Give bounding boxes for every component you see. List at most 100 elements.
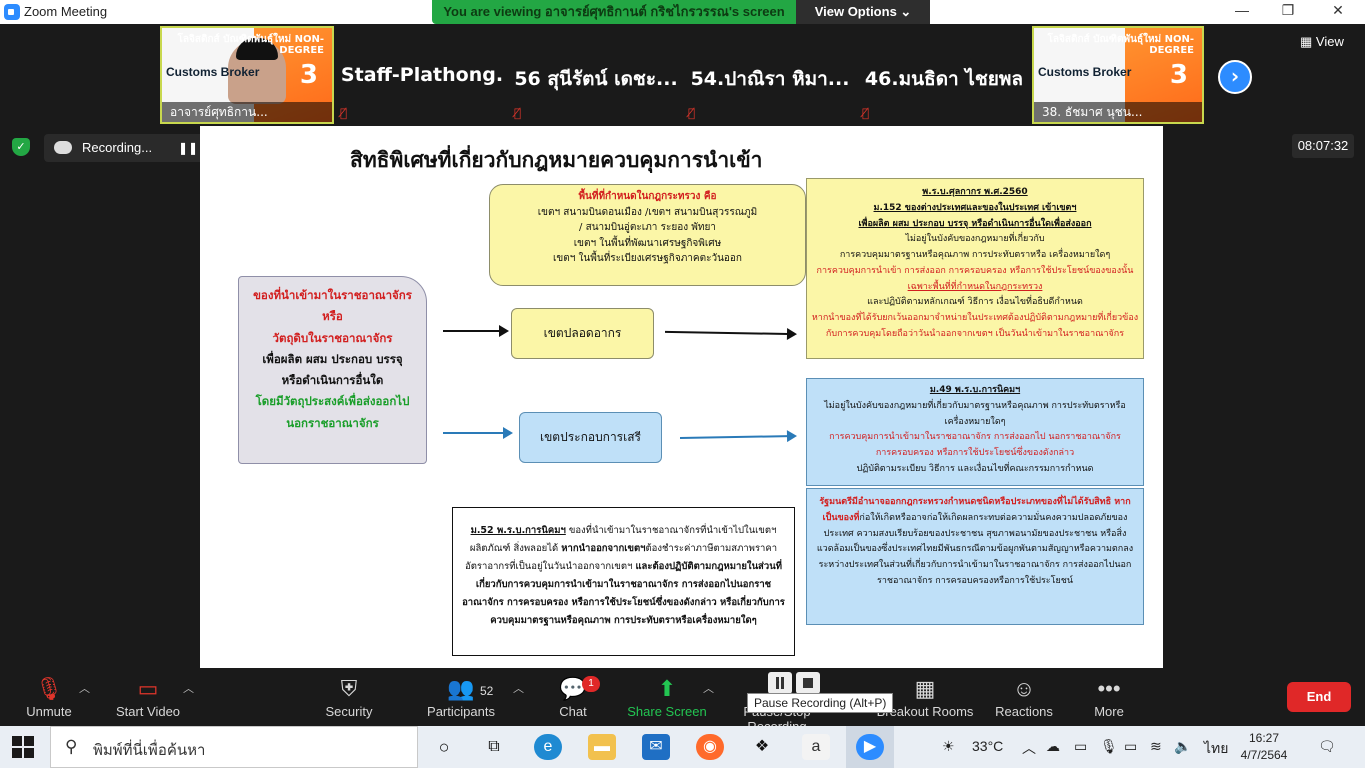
muted-mic-icon: 🎙̸ — [688, 106, 696, 120]
more-button[interactable]: ••• More — [1064, 674, 1154, 719]
meet-now-icon[interactable]: ▭ — [1074, 738, 1088, 754]
stop-icon[interactable] — [796, 672, 820, 694]
close-button[interactable]: ✕ — [1332, 2, 1344, 18]
participant-name: 56 สุนีรัตน์ เดชะ... — [514, 68, 678, 90]
cloud-icon[interactable]: ☁ — [1046, 738, 1060, 754]
slide-heading: สิทธิพิเศษที่เกี่ยวกับกฎหมายควบคุมการนำเ… — [350, 148, 763, 172]
minimize-button[interactable]: — — [1235, 2, 1249, 18]
participants-button[interactable]: 👥 52 Participants — [416, 674, 506, 719]
muted-mic-icon: 🎙̸ — [340, 106, 348, 120]
smile-icon: ☺ — [1012, 676, 1036, 701]
chat-bubble-icon: 💬 — [559, 676, 587, 701]
participant-tile[interactable]: Customs Broker โลจิสติกส์ บัณฑิตพันธุ์ให… — [160, 26, 334, 124]
start-video-label: Start Video — [115, 704, 181, 719]
file-explorer-icon[interactable]: ▬ — [588, 734, 616, 760]
screen-share-banner: You are viewing อาจารย์ศุทธิกานต์ กริชไก… — [432, 0, 930, 24]
muted-mic-icon: 🎙̸ — [862, 106, 870, 120]
free-zone-box: เขตประกอบการเสรี — [519, 412, 662, 463]
goods-line: เพื่อผลิต ผสม ประกอบ บรรจุ — [262, 351, 403, 366]
unmute-label: Unmute — [26, 704, 72, 719]
breakout-rooms-button[interactable]: ▦ Breakout Rooms — [872, 674, 978, 719]
volume-icon[interactable]: 🔈 — [1174, 738, 1192, 754]
share-screen-button[interactable]: ⬆ Share Screen — [622, 674, 712, 719]
shared-screen: สิทธิพิเศษที่เกี่ยวกับกฎหมายควบคุมการนำเ… — [200, 126, 1163, 668]
cohort-number: 3 — [299, 60, 318, 90]
goods-line: หรือดำเนินการอื่นใด — [281, 373, 384, 388]
sec52-text: ของที่นำเข้ามาในราชอาณาจักรที่นำเข้าไปใน… — [469, 525, 777, 555]
customs-line: การควบคุมการนำเข้า การส่งออก การครอบครอง… — [816, 265, 1134, 276]
mail-icon[interactable]: ✉ — [642, 734, 670, 760]
zones-line: / สนามบินอู่ตะเภา ระยอง พัทยา — [579, 222, 716, 233]
restore-button[interactable]: ❐ — [1281, 2, 1295, 18]
dropbox-icon[interactable]: ❖ — [754, 738, 770, 755]
tray-chevron-icon[interactable]: ︿ — [1022, 740, 1036, 756]
battery-icon[interactable]: ▭ — [1124, 738, 1138, 754]
chat-badge: 1 — [582, 676, 600, 692]
customs-act-box: พ.ร.บ.ศุลกากร พ.ศ.2560 ม.152 ของต่างประเ… — [806, 178, 1144, 359]
ellipsis-icon: ••• — [1097, 676, 1121, 701]
unmute-button[interactable]: 🎙 Unmute — [4, 674, 94, 719]
zones-line: เขตฯ ในพื้นที่ระเบียงเศรษฐกิจภาคตะวันออก — [553, 253, 742, 264]
participant-tile[interactable]: Staff-Plathong. 🎙̸ — [336, 26, 508, 124]
video-options-caret[interactable]: ︿ — [183, 683, 194, 695]
participant-tile[interactable]: Customs Broker โลจิสติกส์ บัณฑิตพันธุ์ให… — [1032, 26, 1204, 124]
next-page-button[interactable]: › — [1218, 60, 1252, 94]
audio-options-caret[interactable]: ︿ — [79, 683, 90, 695]
notification-icon[interactable]: 🗨 — [1318, 738, 1336, 754]
temperature-readout: 33°C — [972, 738, 1004, 754]
amazon-icon[interactable]: a — [802, 734, 830, 760]
participant-name: 38. ธัชมาศ นุชน... — [1034, 102, 1202, 122]
participants-caret[interactable]: ︿ — [513, 683, 524, 695]
reactions-button[interactable]: ☺ Reactions — [979, 674, 1069, 719]
zoom-taskbar-icon[interactable]: ▶ — [856, 734, 884, 760]
firefox-icon[interactable]: ◉ — [696, 734, 724, 760]
zoom-logo-icon — [4, 4, 20, 20]
cortana-icon[interactable]: ○ — [438, 737, 450, 757]
language-indicator[interactable]: ไทย — [1204, 740, 1229, 756]
participant-tile[interactable]: 56 สุนีรัตน์ เดชะ... 🎙̸ — [510, 26, 682, 124]
customs-line: ไม่อยู่ในบังคับของกฎหมายที่เกี่ยวกับ — [905, 234, 1045, 245]
pause-recording-button[interactable]: ❚❚ — [177, 141, 199, 155]
meeting-timer: 08:07:32 — [1292, 134, 1354, 158]
customs-sub: ม.152 ของต่างประเทศและของในประเทศ เข้าเข… — [873, 202, 1077, 213]
participant-name: 54.ปาณิรา หิมา... — [690, 68, 850, 90]
share-options-caret[interactable]: ︿ — [703, 683, 714, 695]
customs-line: การควบคุมมาตรฐานหรือคุณภาพ การประทับตราห… — [839, 250, 1111, 260]
minister-power-box: รัฐมนตรีมีอำนาจออกกฎกระทรวงกำหนดชนิดหรือ… — [806, 488, 1144, 625]
chat-button[interactable]: 💬 1 Chat — [528, 674, 618, 719]
weather-icon[interactable]: ☀ — [942, 738, 955, 754]
taskbar-search-box[interactable]: ⚲ พิมพ์ที่นี่เพื่อค้นหา — [50, 726, 418, 768]
pause-icon[interactable] — [768, 672, 792, 694]
participants-count: 52 — [480, 684, 494, 698]
edge-browser-icon[interactable]: e — [534, 734, 562, 760]
zones-line: เขตฯ สนามบินดอนเมือง /เขตฯ สนามบินสุวรรณ… — [537, 206, 758, 218]
encryption-shield-icon[interactable]: ✓ — [12, 138, 30, 156]
task-view-icon[interactable]: ⧉ — [488, 738, 500, 755]
security-button[interactable]: ⛨ Security — [304, 674, 394, 719]
zones-title: พื้นที่ที่กำหนดในกฎกระทรวง คือ — [578, 191, 717, 202]
goods-box: ของที่นำเข้ามาในราชอาณาจักร หรือ วัตถุดิ… — [238, 276, 427, 464]
system-clock[interactable]: 16:27 4/7/2564 — [1238, 730, 1290, 764]
wifi-icon[interactable]: ≋ — [1150, 738, 1162, 754]
grid-icon: ▦ — [1300, 34, 1316, 49]
ieat-act-box: ม.49 พ.ร.บ.การนิคมฯ ไม่อยู่ในบังคับของกฎ… — [806, 378, 1144, 486]
participant-tile[interactable]: 46.มนธิดา ไชยพล 🎙̸ — [858, 26, 1030, 124]
participant-name: Staff-Plathong. — [340, 64, 504, 86]
start-video-button[interactable]: ▭ Start Video — [103, 674, 193, 719]
shield-icon: ⛨ — [340, 676, 358, 701]
share-screen-label: Share Screen — [627, 704, 707, 719]
microphone-icon[interactable]: 🎙 — [1100, 738, 1118, 754]
section52-box: ม.52 พ.ร.บ.การนิคมฯ ของที่นำเข้ามาในราชอ… — [452, 507, 795, 656]
customs-line: กับการควบคุมโดยถือว่าวันนำออกจากเขตฯ เป็… — [825, 328, 1125, 339]
windows-start-icon[interactable] — [12, 736, 34, 758]
view-button[interactable]: ▦ View — [1300, 34, 1344, 50]
arrow-to-freezone — [443, 427, 513, 439]
participant-tile[interactable]: 54.ปาณิรา หิมา... 🎙̸ — [684, 26, 856, 124]
zones-box: พื้นที่ที่กำหนดในกฎกระทรวง คือ เขตฯ สนาม… — [489, 184, 806, 286]
zones-line: เขตฯ ในพื้นที่พัฒนาเศรษฐกิจพิเศษ — [573, 237, 722, 249]
end-meeting-button[interactable]: End — [1287, 682, 1351, 712]
view-options-button[interactable]: View Options ⌄ — [796, 0, 930, 24]
ieat-title: ม.49 พ.ร.บ.การนิคมฯ — [929, 385, 1021, 395]
search-placeholder: พิมพ์ที่นี่เพื่อค้นหา — [93, 742, 206, 759]
customs-line: หากนำของที่ได้รับยกเว้นออกมาจำหน่ายในประ… — [811, 313, 1139, 323]
